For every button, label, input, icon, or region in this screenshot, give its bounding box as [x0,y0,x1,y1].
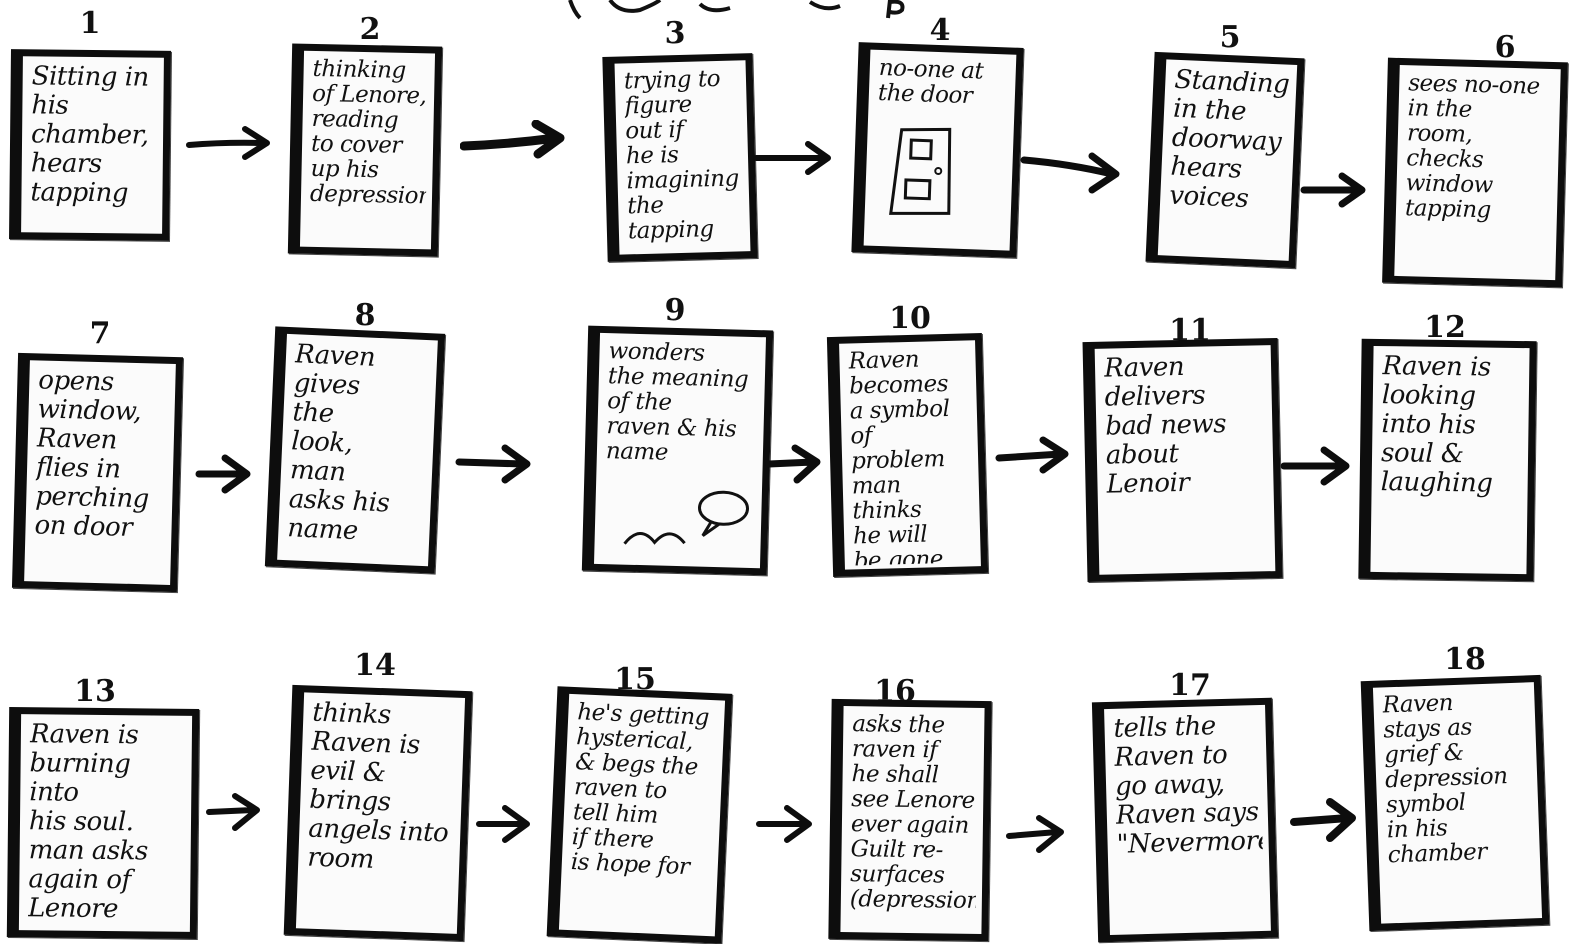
storyboard-panel: opens window, Raven flies in perching on… [12,353,183,592]
storyboard-panel: thinks Raven is evil & brings angels int… [284,685,473,941]
panel-caption: Raven is burning into his soul. man asks… [28,720,186,928]
storyboard-panel: trying to figure out if he is imagining … [602,53,757,262]
panel-caption: opens window, Raven flies in perching on… [33,366,169,580]
panel-caption: asks the raven if he shall see Lenore ev… [849,712,978,930]
panel-number: 9 [640,295,710,327]
storyboard-panel: Raven delivers bad news about Lenoir [1083,338,1283,582]
arrow-right-icon [1290,796,1360,844]
panel-caption: Standing in the doorway hears voices [1167,66,1291,257]
panel-caption: Raven delivers bad news about Lenoir [1104,351,1269,570]
storyboard-panel: Raven stays as grief & depression symbol… [1361,675,1550,931]
panel-caption: Raven gives the look, man asks his name [286,340,431,562]
arrow-right-icon [1280,444,1355,488]
door-icon [887,125,960,221]
arrow-right-icon [765,442,825,486]
panel-number: 13 [60,676,130,708]
arrow-right-icon [185,125,275,161]
arrow-right-icon [1005,812,1069,856]
arrow-right-icon [205,790,265,834]
arrow-right-icon [755,802,817,846]
panel-number: 5 [1195,22,1265,54]
arrow-right-icon [460,120,570,160]
storyboard-panel: asks the raven if he shall see Lenore ev… [828,699,991,941]
panel-caption: sees no-one in the room, checks window t… [1403,71,1554,276]
cropped-title-scribble [560,0,960,22]
storyboard-panel: Raven is looking into his soul & laughin… [1358,339,1536,581]
storyboard-panel: Standing in the doorway hears voices [1145,52,1304,268]
storyboard-panel: thinking of Lenore, reading to cover up … [288,43,442,256]
arrow-right-icon [195,452,255,496]
storyboard-panel: sees no-one in the room, checks window t… [1382,58,1568,288]
panel-caption: thinking of Lenore, reading to cover up … [309,57,429,245]
storyboard-panel: no-one at the door [851,42,1023,258]
storyboard-panel: he's getting hysterical, & begs the rave… [547,686,733,943]
arrow-right-icon [475,802,535,846]
panel-number: 3 [640,18,710,50]
storyboard-panel: wonders the meaning of the raven & his n… [582,326,773,576]
storyboard-panel: Raven gives the look, man asks his name [265,326,445,573]
panel-caption: trying to figure out if he is imagining … [624,66,745,250]
arrow-right-icon [1300,170,1370,210]
panel-number: 2 [335,14,405,46]
arrow-right-icon [455,442,535,486]
panel-number: 8 [330,300,400,332]
arrow-right-icon [995,434,1075,478]
storyboard-panel: Raven becomes a symbol of problem man th… [827,333,988,577]
panel-number: 4 [905,15,975,47]
storyboard-panel: Raven is burning into his soul. man asks… [7,707,199,939]
panel-caption: Sitting in his chamber, hears tapping [30,62,158,229]
panel-number: 7 [65,318,135,350]
panel-number: 1 [55,8,125,40]
panel-caption: thinks Raven is evil & brings angels int… [305,699,459,930]
panel-caption: Raven stays as grief & depression symbol… [1382,688,1536,919]
panel-number: 17 [1155,670,1225,702]
arrow-right-icon [1020,150,1125,194]
panel-caption: Raven becomes a symbol of problem man th… [848,346,975,565]
speech-bubble-sketch [614,483,766,561]
storyboard-panel: tells the Raven to go away, Raven says "… [1092,698,1278,943]
panel-caption: Raven is looking into his soul & laughin… [1379,352,1523,570]
panel-number: 10 [875,303,945,335]
panel-number: 18 [1430,644,1500,676]
panel-number: 14 [340,650,410,682]
panel-caption: he's getting hysterical, & begs the rave… [568,700,719,932]
arrow-right-icon [752,140,837,176]
panel-caption: tells the Raven to go away, Raven says "… [1113,711,1265,931]
storyboard-panel: Sitting in his chamber, hears tapping [9,49,171,241]
